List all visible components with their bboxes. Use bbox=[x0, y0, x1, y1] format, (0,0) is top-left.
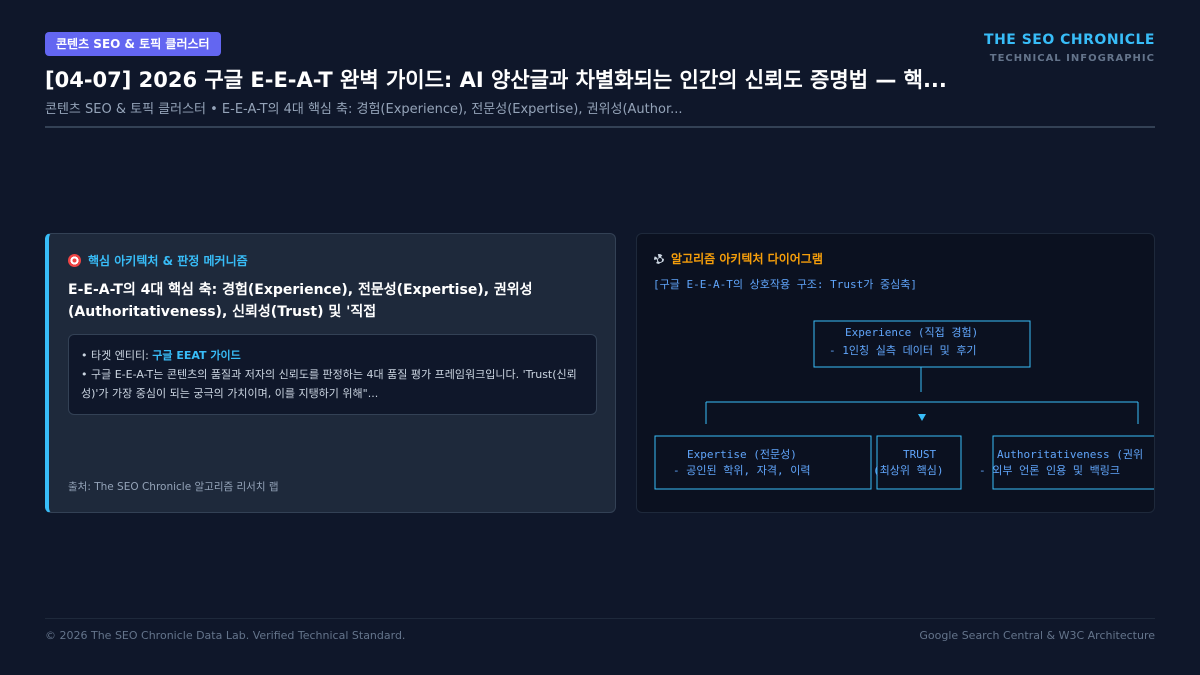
target-entity-label: • 타겟 엔티티: bbox=[81, 349, 153, 362]
footer-divider bbox=[45, 618, 1155, 619]
experience-box bbox=[813, 320, 1031, 368]
arrow-down-icon bbox=[918, 414, 926, 421]
authority-box bbox=[992, 435, 1154, 490]
page-subtitle: 콘텐츠 SEO & 토픽 클러스터 • E-E-A-T의 4대 핵심 축: 경험… bbox=[45, 102, 683, 117]
expertise-title: Expertise (전문성) bbox=[687, 448, 797, 461]
architecture-card-heading-label: 핵심 아키텍처 & 판정 메커니즘 bbox=[88, 254, 248, 268]
diagram-card: Experience (직접 경험) - 1인칭 실측 데이터 및 후기 Exp… bbox=[636, 233, 1155, 513]
experience-detail: - 1인칭 실측 데이터 및 후기 bbox=[829, 344, 977, 357]
target-entity-line: • 타겟 엔티티: 구글 EEAT 가이드 bbox=[81, 346, 584, 365]
architecture-card-main-text: E-E-A-T의 4대 핵심 축: 경험(Experience), 전문성(Ex… bbox=[68, 282, 533, 320]
trust-box bbox=[876, 435, 962, 490]
brand-name: THE SEO CHRONICLE bbox=[984, 32, 1155, 48]
brand-subtitle: TECHNICAL INFOGRAPHIC bbox=[989, 53, 1155, 64]
authority-title: Authoritativeness (권위 bbox=[997, 448, 1143, 461]
architecture-card: 핵심 아키텍처 & 판정 메커니즘 E-E-A-T의 4대 핵심 축: 경험(E… bbox=[45, 233, 616, 513]
expertise-detail: - 공인된 학위, 자격, 이력 bbox=[673, 464, 810, 477]
target-icon bbox=[68, 254, 81, 267]
footer-credits: Google Search Central & W3C Architecture bbox=[919, 629, 1155, 642]
footer-copyright: © 2026 The SEO Chronicle Data Lab. Verif… bbox=[45, 629, 406, 642]
gear-icon bbox=[653, 253, 665, 265]
entity-info-box: • 타겟 엔티티: 구글 EEAT 가이드 • 구글 E-E-A-T는 콘텐츠의… bbox=[68, 334, 597, 415]
page-title: [04-07] 2026 구글 E-E-A-T 완벽 가이드: AI 양산글과 … bbox=[45, 68, 947, 92]
entity-description: • 구글 E-E-A-T는 콘텐츠의 품질과 저자의 신뢰도를 판정하는 4대 … bbox=[81, 368, 577, 400]
trust-title: TRUST bbox=[903, 448, 936, 461]
category-tag[interactable]: 콘텐츠 SEO & 토픽 클러스터 bbox=[45, 32, 221, 56]
expertise-box bbox=[654, 435, 872, 490]
header-divider bbox=[45, 126, 1155, 128]
authority-detail: - 외부 언론 인용 및 백링크 bbox=[979, 464, 1120, 477]
eeat-diagram: Experience (직접 경험) - 1인칭 실측 데이터 및 후기 Exp… bbox=[654, 320, 1154, 490]
trust-detail: (최상위 핵심) bbox=[873, 464, 943, 477]
diagram-card-heading: 알고리즘 아키텍처 다이어그램 bbox=[653, 250, 1154, 267]
architecture-card-heading: 핵심 아키텍처 & 판정 메커니즘 bbox=[68, 252, 597, 269]
diagram-caption: [구글 E-E-A-T의 상호작용 구조: Trust가 중심축] bbox=[653, 278, 918, 291]
diagram-card-heading-label: 알고리즘 아키텍처 다이어그램 bbox=[671, 252, 823, 266]
header: 콘텐츠 SEO & 토픽 클러스터 THE SEO CHRONICLE TECH… bbox=[45, 32, 1155, 117]
experience-title: Experience (직접 경험) bbox=[845, 326, 978, 339]
target-entity-value[interactable]: 구글 EEAT 가이드 bbox=[152, 349, 241, 362]
brand: THE SEO CHRONICLE TECHNICAL INFOGRAPHIC bbox=[984, 32, 1155, 64]
source-note: 출처: The SEO Chronicle 알고리즘 리서치 랩 bbox=[68, 481, 279, 493]
